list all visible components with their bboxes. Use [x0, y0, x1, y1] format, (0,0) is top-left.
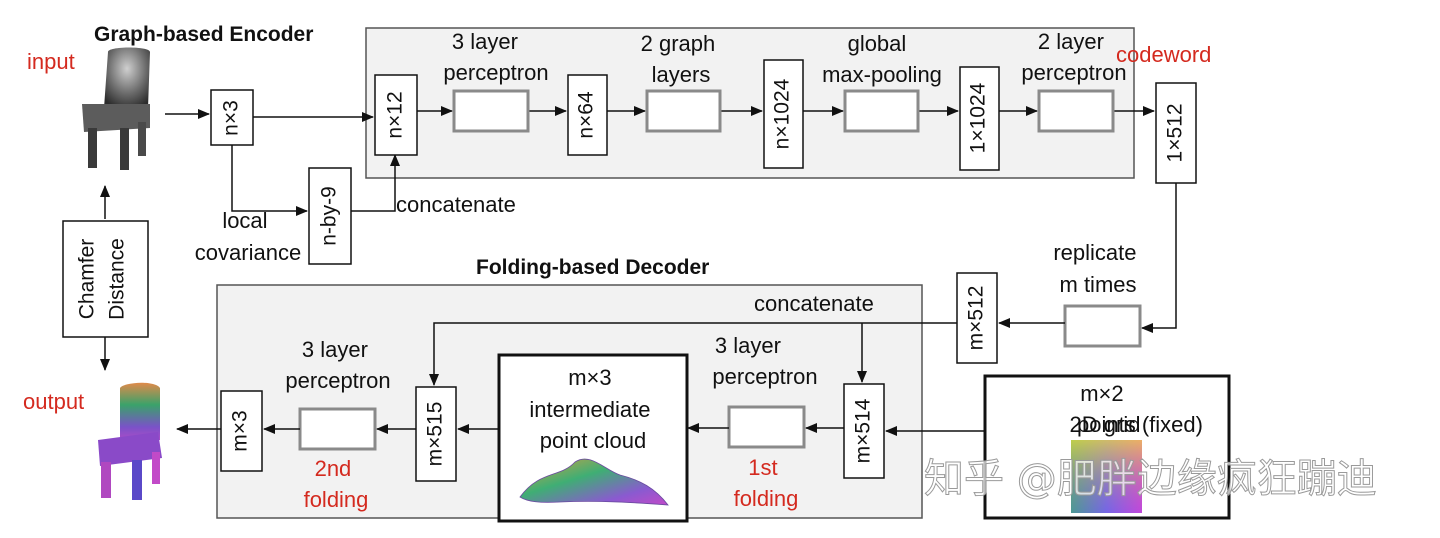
node-n64: n×64 — [567, 74, 608, 156]
arrow-codeword-replicate — [1141, 183, 1177, 333]
chamfer-distance-box: Chamfer Distance — [62, 220, 149, 338]
arrow-nby9-concat — [351, 154, 400, 212]
stage-first-folding-perceptron — [727, 405, 806, 449]
node-m3-label: m×3 — [229, 410, 252, 451]
intermediate-label: m×3 intermediate point cloud — [529, 365, 656, 453]
grid-points-box: m×2 2D grid — [983, 374, 1231, 520]
stage-2graph-layers — [645, 89, 722, 133]
output-label: output — [23, 389, 84, 414]
stage-maxpool-label: global max-pooling — [822, 31, 942, 87]
stage-second-folding-perceptron — [298, 407, 377, 451]
chamfer-label-line2: Distance — [106, 238, 129, 320]
input-chair-pointcloud — [82, 47, 150, 170]
node-nby9: n-by-9 — [308, 167, 352, 265]
stage-2layer-perceptron-label: 2 layer perceptron — [1021, 29, 1126, 85]
encoder-title: Graph-based Encoder — [94, 23, 313, 46]
codeword-label: codeword — [1116, 42, 1211, 67]
encoder-concatenate-label: concatenate — [396, 192, 516, 217]
node-codeword-label: 1×512 — [1164, 104, 1187, 163]
node-n12: n×12 — [374, 74, 418, 156]
stage-2layer-perceptron — [1037, 89, 1115, 133]
grid-points-label: m×2 2D grid — [1070, 381, 1141, 437]
node-m515-label: m×515 — [424, 402, 447, 467]
input-label: input — [27, 49, 75, 74]
local-covariance-label: local covariance — [195, 208, 301, 265]
stage-2graph-label: 2 graph layers — [641, 31, 722, 87]
stage-replicate — [1063, 304, 1142, 348]
first-folding-label: 1st folding — [734, 455, 799, 511]
node-n1024-label: n×1024 — [771, 78, 794, 149]
node-m514: m×514 — [843, 383, 885, 479]
replicate-label: replicate m times — [1053, 240, 1142, 297]
arrow-n3-localcov — [231, 145, 308, 216]
node-n1024: n×1024 — [763, 59, 804, 169]
arrow-m512-concat-m515 — [429, 322, 957, 386]
second-folding-perceptron-label: 3 layer perceptron — [285, 337, 390, 393]
intermediate-surface-image — [519, 458, 669, 506]
chamfer-label-line1: Chamfer — [76, 239, 99, 320]
grid-points-fixed-label: points (fixed) — [1077, 412, 1203, 437]
stage-maxpool — [843, 89, 920, 133]
node-m515: m×515 — [415, 386, 457, 482]
node-m512-label: m×512 — [965, 286, 988, 351]
node-nby9-label: n-by-9 — [318, 186, 341, 246]
node-n3-label: n×3 — [220, 100, 243, 136]
node-n3: n×3 — [210, 89, 254, 146]
decoder-title: Folding-based Decoder — [476, 256, 709, 279]
output-chair-pointcloud — [98, 382, 162, 500]
watermark: 知乎 @肥胖边缘疯狂蹦迪 — [924, 456, 1377, 502]
node-1x1024-label: 1×1024 — [967, 82, 990, 153]
node-n12-label: n×12 — [384, 91, 407, 138]
stage-3layer-perceptron-label: 3 layer perceptron — [443, 29, 548, 85]
decoder-concatenate-label: concatenate — [754, 291, 874, 316]
node-1x1024: 1×1024 — [959, 66, 1000, 171]
node-m512: m×512 — [956, 272, 998, 364]
node-m3: m×3 — [220, 390, 263, 472]
node-codeword: 1×512 — [1155, 82, 1197, 184]
node-m514-label: m×514 — [852, 398, 875, 463]
stage-3layer-perceptron — [452, 89, 530, 133]
node-n64-label: n×64 — [575, 91, 598, 139]
second-folding-label: 2nd folding — [304, 456, 369, 512]
first-folding-perceptron-label: 3 layer perceptron — [712, 333, 817, 389]
intermediate-pointcloud-box: m×3 intermediate point cloud — [497, 353, 689, 523]
